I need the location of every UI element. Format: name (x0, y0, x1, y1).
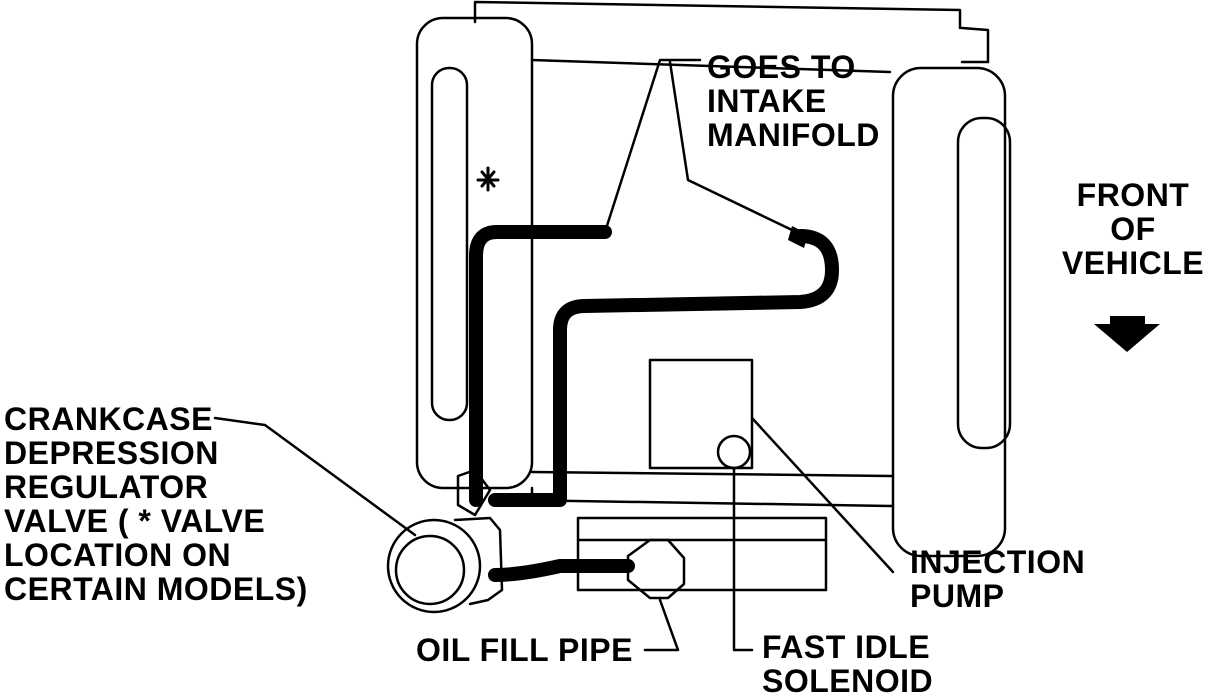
engine-block-outline (510, 58, 895, 508)
crankcase-valve-inner (394, 534, 466, 606)
intake-manifold-label: GOES TO INTAKE MANIFOLD (707, 49, 880, 153)
vent-hose-main (488, 229, 839, 507)
oil-fill-pipe-label: OIL FILL PIPE (416, 632, 633, 668)
oil-fill-cap (626, 538, 686, 600)
vent-hose-lower (488, 559, 635, 582)
oil-fill-leader (643, 598, 680, 652)
injection-pump-label: INJECTION PUMP (910, 544, 1086, 614)
right-valve-cover-inner (956, 116, 1012, 450)
asterisk-mark (476, 166, 500, 192)
crankcase-valve-body (453, 516, 504, 606)
crankcase-valve-outer (386, 518, 482, 614)
fast-idle-solenoid-label: FAST IDLE SOLENOID (762, 629, 934, 699)
vent-hose-upper (469, 225, 612, 507)
engine-rear-plate (473, 0, 962, 30)
crankcase-valve-label: CRANKCASE DEPRESSION REGULATOR VALVE ( *… (4, 401, 308, 607)
injection-pump-box (648, 358, 754, 470)
arrow-down-icon (1094, 316, 1160, 352)
front-of-vehicle-label: FRONT OF VEHICLE (1061, 177, 1205, 281)
intake-leader-right (668, 60, 794, 232)
left-valve-cover-inner (430, 66, 469, 422)
injection-pump-leader (750, 416, 895, 574)
engine-rear-tab (960, 26, 990, 64)
hose-collar (788, 226, 808, 248)
right-valve-cover (891, 66, 1007, 558)
fast-idle-solenoid (716, 434, 752, 470)
fast-idle-leader (732, 466, 754, 652)
intake-leader-left (603, 58, 702, 234)
lower-block-outline (576, 516, 828, 592)
crankcase-leader (213, 416, 417, 537)
